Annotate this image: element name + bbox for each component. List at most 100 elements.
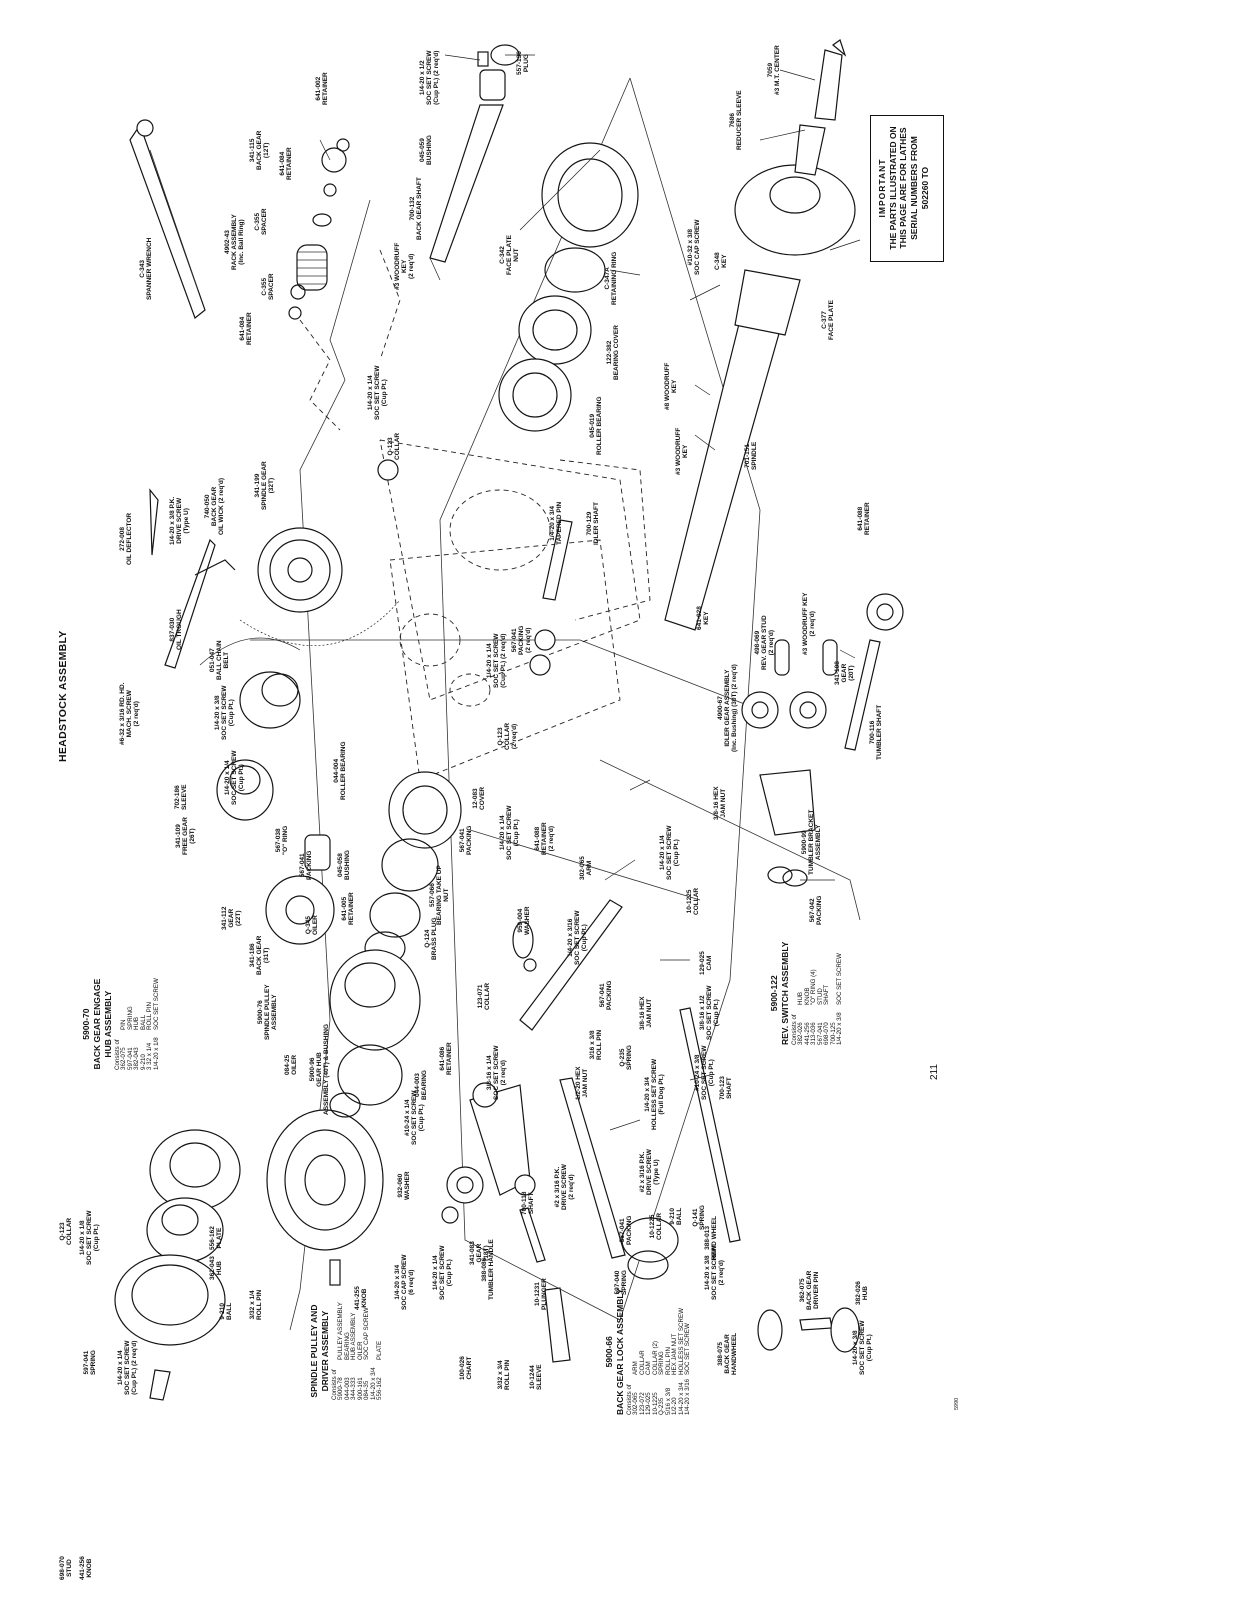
- part-name: PLATE: [215, 1227, 223, 1249]
- part-note: (Cup Pt.): [580, 924, 588, 952]
- part-name: COVER: [478, 786, 486, 810]
- kit-title: REV. SWITCH ASSEMBLY: [779, 941, 790, 1045]
- part-name: TUMBLER SHAFT: [875, 704, 883, 760]
- part-name: KEY: [720, 254, 728, 268]
- part-note: (2 req'd): [567, 1174, 575, 1200]
- part-name: WASHER: [523, 906, 531, 935]
- part-note: (2 req'd): [767, 629, 775, 656]
- hand-wheel-drawing: [519, 1007, 741, 1363]
- part-note: (Cup Pt.) (2 req'd): [432, 50, 440, 105]
- part-note: (Cup Pt.): [237, 764, 245, 792]
- part-name: TUMBLER HANDLE: [487, 1239, 495, 1300]
- part-name: SPRING: [620, 1270, 628, 1295]
- part-note: (26T): [188, 828, 196, 844]
- part-label: 7059#3 M.T. CENTER: [767, 45, 782, 95]
- part-name: PLUG: [522, 54, 530, 73]
- part-note: BELT: [222, 651, 230, 669]
- part-name: SHAFT: [527, 1192, 535, 1215]
- leader-lines: [319, 54, 861, 1131]
- kit-number: 5900-66: [604, 1336, 614, 1368]
- part-name: KEY: [681, 444, 689, 459]
- corner-code: 5990: [954, 1397, 960, 1410]
- back-gear-hub-drawing: [114, 1129, 241, 1401]
- part-note: (Cup Pt.): [92, 1224, 100, 1252]
- part-label: 1/4-20 x 3/8 P.K.DRIVE SCREW(Type U): [169, 497, 190, 545]
- part-note: ASSEMBLY: [270, 994, 278, 1030]
- part-name: BACK GEAR SHAFT: [415, 177, 423, 240]
- part-note: (Inc. Ball Ring): [237, 219, 245, 265]
- part-name: PACKING: [815, 895, 823, 926]
- part-note: (2 req'd): [717, 1260, 725, 1286]
- part-note: (2 req'd): [510, 723, 518, 750]
- part-name: HUB: [861, 1286, 869, 1301]
- part-name: REDUCER SLEEVE: [735, 90, 743, 150]
- rack-assembly-drawing: [288, 138, 350, 320]
- part-note: (Type U): [182, 508, 190, 534]
- part-name: #3 M.T. CENTER: [773, 45, 781, 95]
- part-note: (Full Dog Pt.): [657, 1074, 665, 1115]
- part-label: 567-038"O" RING: [275, 826, 290, 855]
- kit-back-gear-engage: 5900-70 BACK GEAR ENGAGE HUB ASSEMBLY Co…: [81, 978, 160, 1070]
- part-note: (31T): [262, 947, 270, 964]
- back-gear-31t-drawing: [265, 834, 421, 1106]
- part-note: (2 req'd): [547, 825, 555, 852]
- part-label: #3 WOODRUFF KEY(2 req'd): [802, 593, 817, 655]
- part-name: ROLL PIN: [595, 1029, 603, 1060]
- important-line-3: SERIAL NUMBERS FROM: [908, 136, 919, 240]
- important-line-4: 502260 TO: [919, 166, 930, 210]
- part-name: JAM NUT: [645, 998, 653, 1028]
- part-name: SPINDLE: [750, 441, 758, 470]
- part-name: SPACER: [260, 208, 268, 235]
